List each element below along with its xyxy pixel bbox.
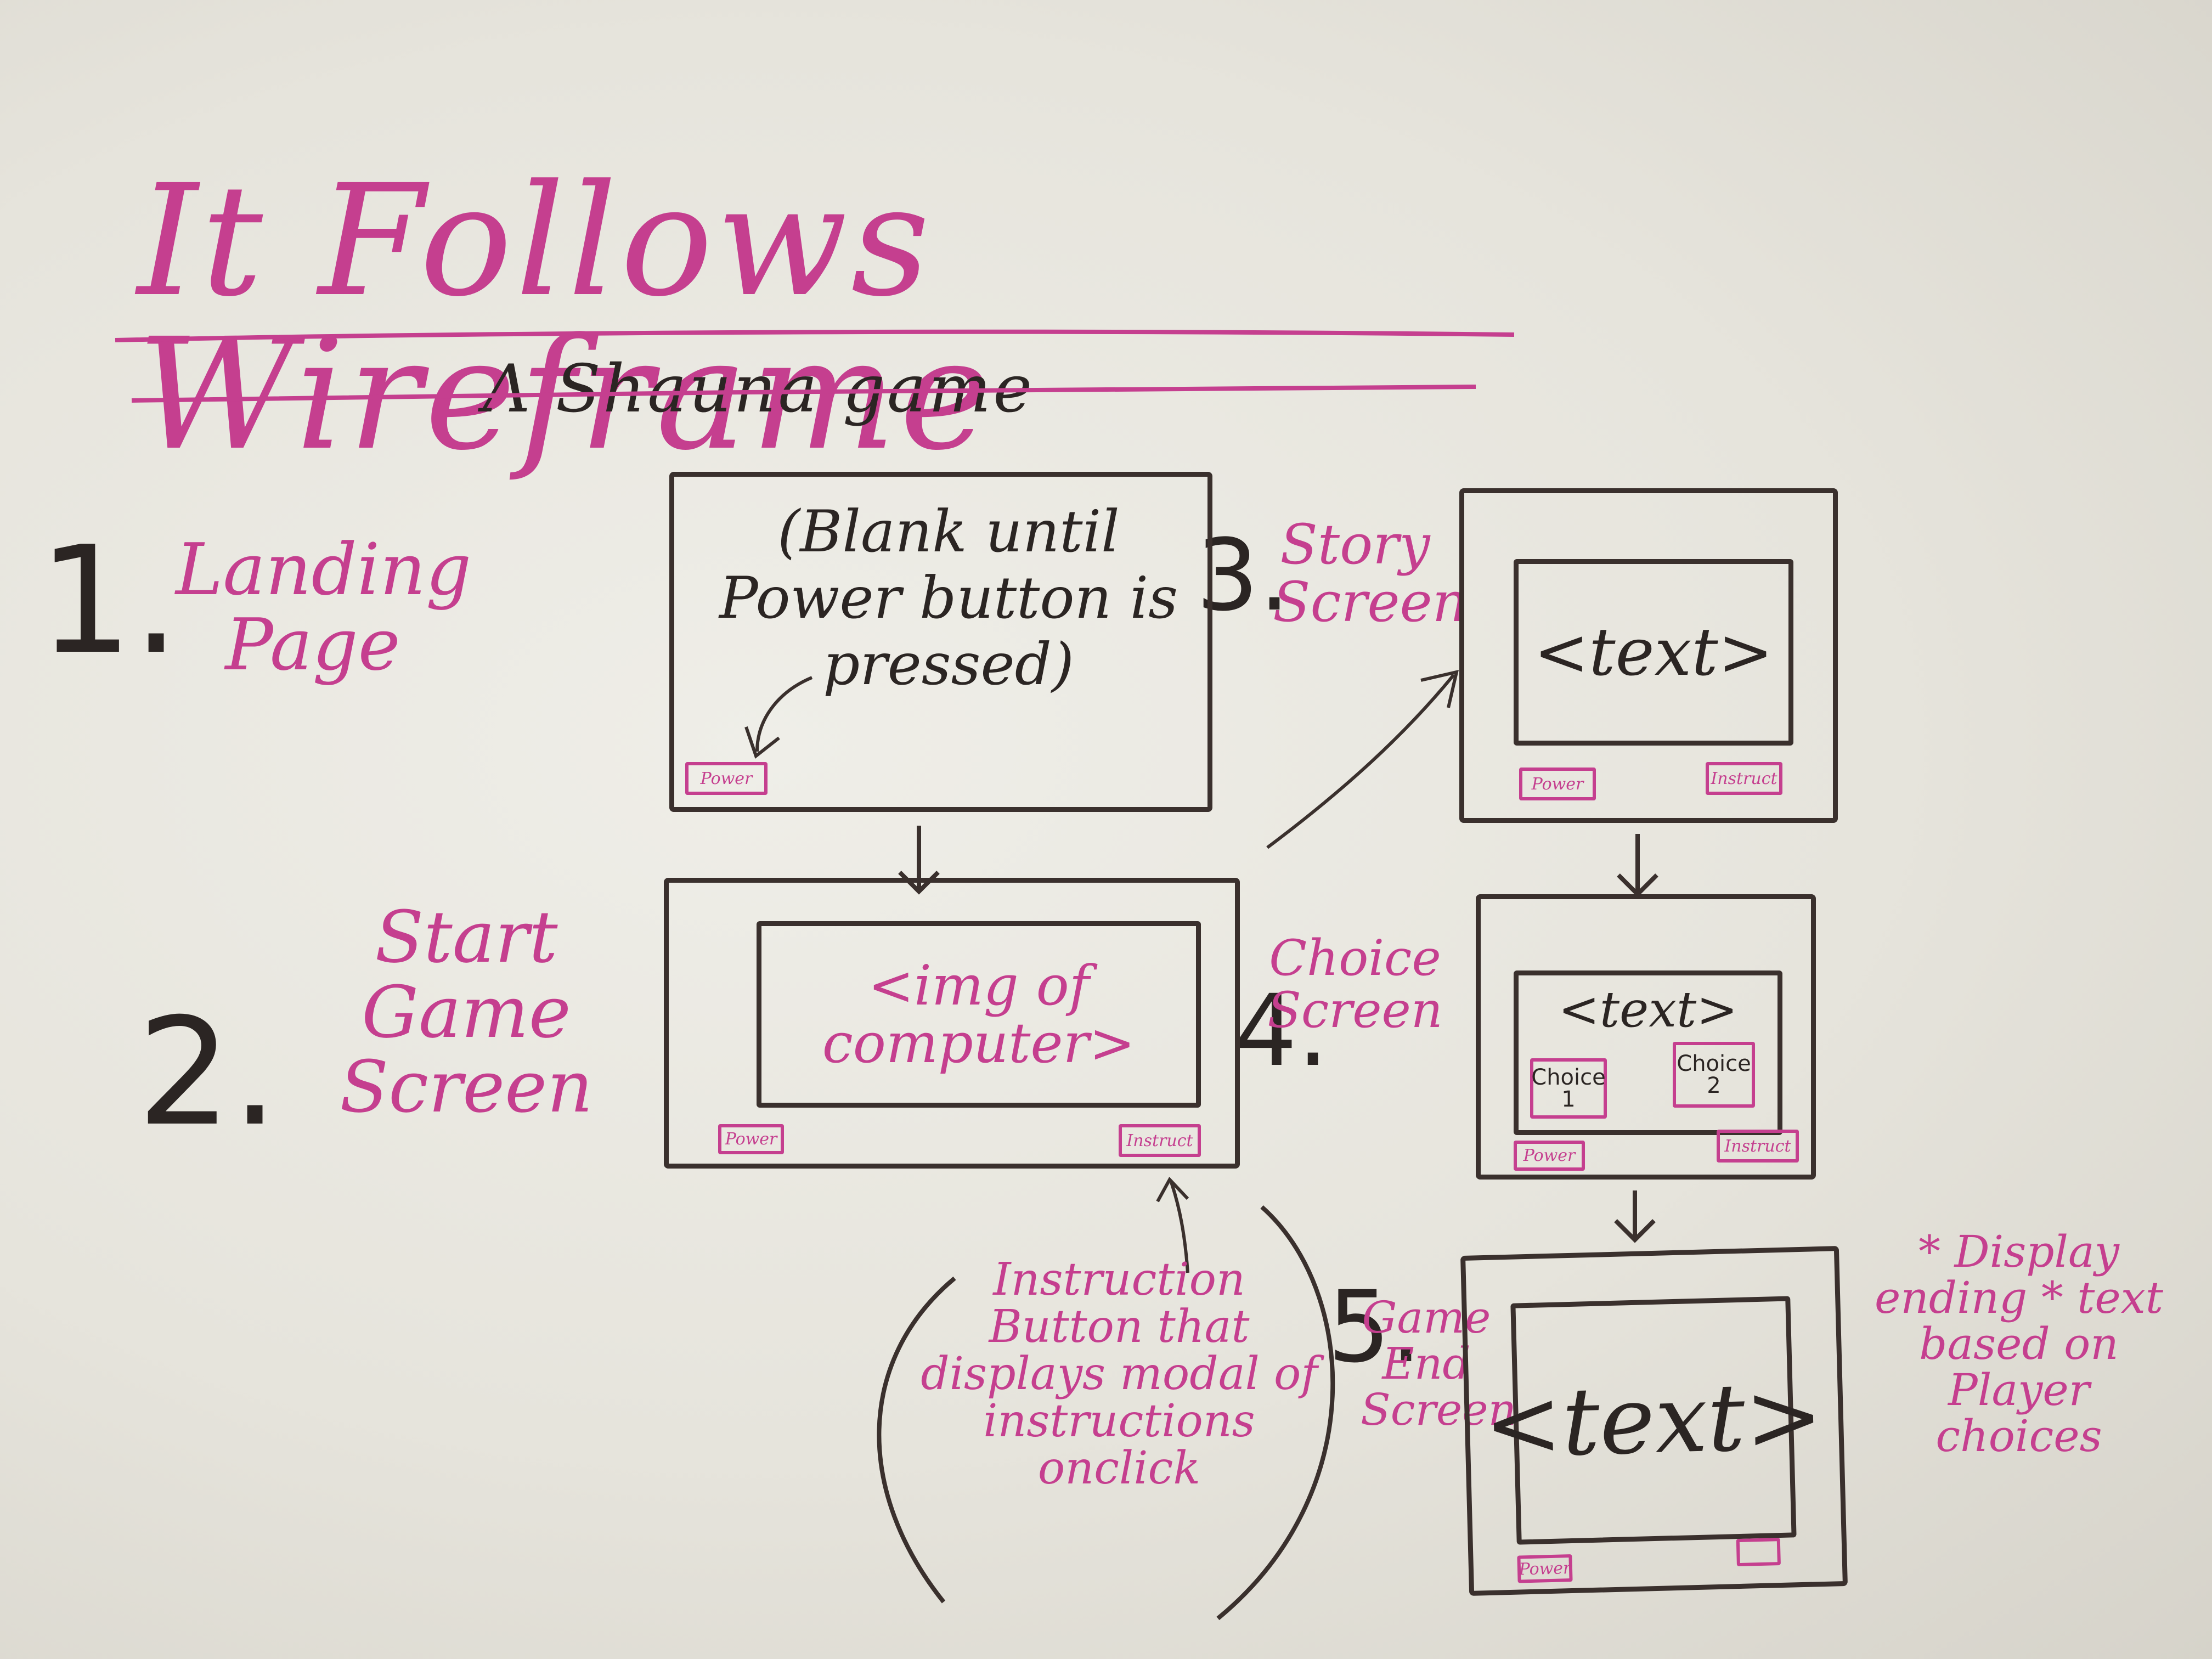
step-4-number: 4. — [1234, 974, 1329, 1088]
step-3-label: Story Screen — [1273, 512, 1468, 634]
landing-blank-note: (Blank until Power button is pressed) — [719, 498, 1178, 698]
story-screen-frame: <text> Power Instruct — [1459, 488, 1838, 823]
story-instruct-button[interactable]: Instruct — [1706, 762, 1782, 795]
story-text-area: <text> — [1514, 559, 1793, 746]
choice-2-button[interactable]: Choice 2 — [1673, 1042, 1755, 1108]
game-end-frame: <text> Power — [1460, 1246, 1848, 1596]
image-placeholder-label: <img of computer> — [822, 953, 1136, 1075]
step-1-number: 1. — [38, 514, 180, 687]
step-5-label: Game End Screen — [1361, 1292, 1517, 1435]
landing-page-frame: (Blank until Power button is pressed) Po… — [669, 472, 1212, 812]
choice-1-button[interactable]: Choice 1 — [1530, 1058, 1607, 1119]
choice-screen-frame: <text> Choice 1 Choice 2 Power Instruct — [1476, 894, 1816, 1180]
choice-text: <text> — [1558, 981, 1738, 1039]
step-2-label: Start Game Screen — [340, 895, 593, 1128]
landing-power-button[interactable]: Power — [685, 762, 768, 795]
end-power-button[interactable]: Power — [1517, 1554, 1573, 1583]
step-5-number: 5. — [1328, 1270, 1422, 1385]
story-power-button[interactable]: Power — [1519, 768, 1596, 800]
story-text: <text> — [1533, 614, 1774, 691]
step-2-number: 2. — [137, 986, 279, 1159]
ending-note: * Display ending * text based on Player … — [1874, 1226, 2163, 1462]
start-game-frame: <img of computer> Power Instruct — [664, 878, 1240, 1169]
step-4-label: Choice Screen — [1267, 929, 1443, 1039]
instruction-button-note: Instruction Button that displays modal o… — [921, 1254, 1318, 1495]
choice-power-button[interactable]: Power — [1514, 1141, 1585, 1171]
step-1-label: Landing Page — [176, 528, 472, 686]
computer-image-placeholder: <img of computer> — [757, 921, 1201, 1108]
start-instruct-button[interactable]: Instruct — [1119, 1124, 1201, 1157]
end-text-area: <text> — [1482, 1296, 1824, 1545]
start-power-button[interactable]: Power — [718, 1124, 784, 1154]
end-action-button[interactable] — [1736, 1538, 1781, 1567]
choice-instruct-button[interactable]: Instruct — [1717, 1130, 1799, 1163]
end-text: <text> — [1482, 1361, 1825, 1480]
choice-content-area: <text> — [1514, 970, 1782, 1135]
